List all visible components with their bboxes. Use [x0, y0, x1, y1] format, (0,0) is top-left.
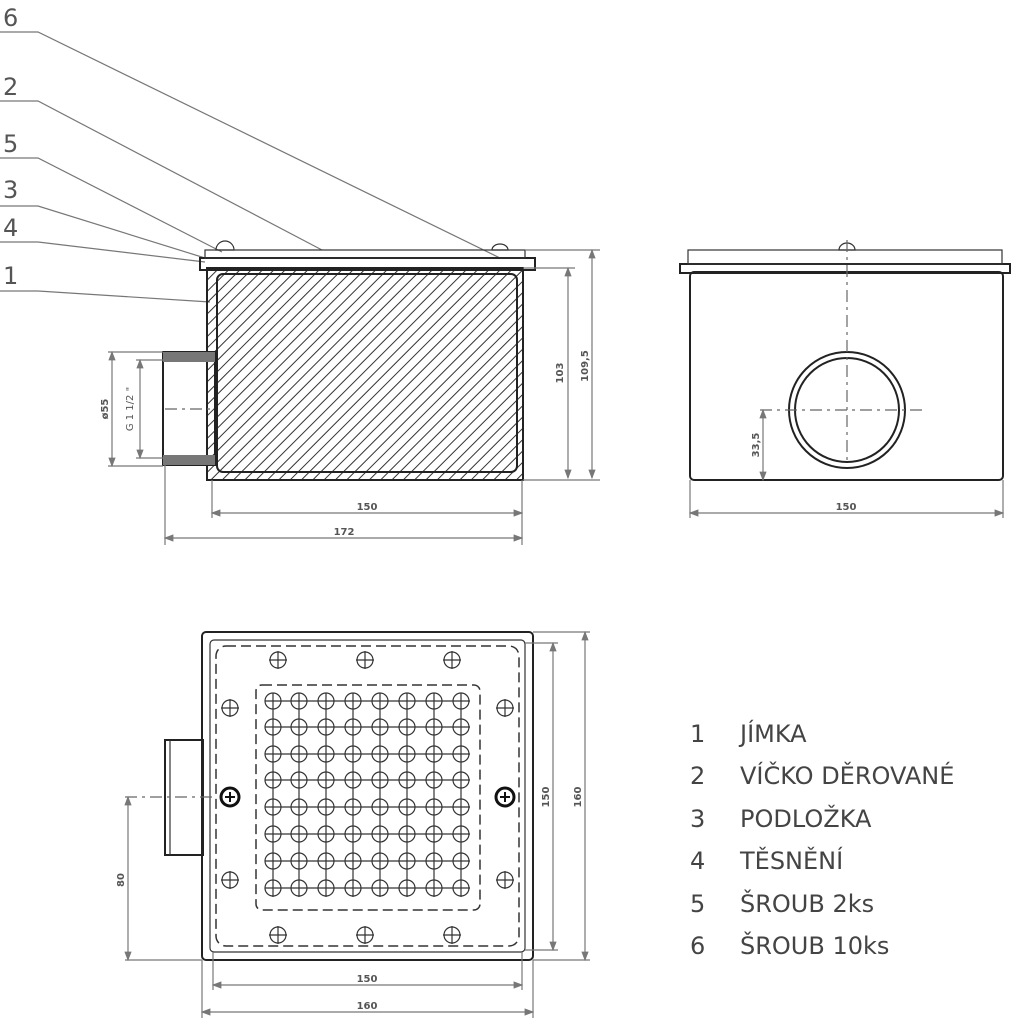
- callout-number: 2: [3, 73, 18, 101]
- callout-1: 1: [0, 262, 211, 303]
- mounting-screw-icon: [219, 786, 241, 808]
- lid-edge-dashed: [215, 645, 520, 947]
- callout-3: 3: [0, 176, 206, 259]
- dim-inner-width: 150: [357, 974, 378, 985]
- legend-text: ŠROUB 2ks: [740, 888, 874, 918]
- callout-number: 3: [3, 176, 18, 204]
- legend-number: 2: [690, 762, 705, 790]
- dim-pipe-offset: 80: [116, 873, 127, 887]
- legend-text: JÍMKA: [738, 719, 807, 748]
- screw-icon: [269, 926, 287, 944]
- callout-number: 5: [3, 130, 18, 158]
- screw-icon: [443, 926, 461, 944]
- screws: [219, 651, 516, 944]
- screw-icon: [496, 871, 514, 889]
- dim-pipe-height: 33,5: [751, 433, 762, 458]
- legend-text: PODLOŽKA: [740, 804, 872, 833]
- parts-legend: 1 JÍMKA 2 VÍČKO DĚROVANÉ 3 PODLOŽKA 4 TĚSNĚN…: [690, 719, 954, 960]
- hole-grid: [264, 692, 470, 897]
- callout-6: 6: [0, 4, 501, 259]
- dim-thread: G 1 1/2 ": [125, 387, 136, 431]
- legend-item: 5 ŠROUB 2ks: [690, 888, 874, 918]
- screw-head: [215, 240, 235, 251]
- legend-item: 4 TĚSNĚNÍ: [690, 846, 843, 875]
- flange-outline: [201, 631, 534, 961]
- thread-bottom: [163, 455, 215, 465]
- dim-width-total: 172: [334, 527, 355, 538]
- screw-icon: [356, 926, 374, 944]
- dim-width-inner: 150: [357, 502, 378, 513]
- legend-item: 2 VÍČKO DĚROVANÉ: [690, 760, 954, 790]
- callout-number: 4: [3, 214, 18, 242]
- mounting-screw-icon: [494, 786, 516, 808]
- screw-icon: [269, 651, 287, 669]
- screw-head: [491, 243, 509, 251]
- legend-item: 3 PODLOŽKA: [690, 804, 872, 833]
- legend-item: 1 JÍMKA: [690, 719, 807, 748]
- dim-inner-height: 150: [541, 787, 552, 808]
- legend-number: 6: [690, 932, 705, 960]
- legend-number: 3: [690, 805, 705, 833]
- screw-icon: [443, 651, 461, 669]
- legend-text: ŠROUB 10ks: [740, 930, 889, 960]
- dim-height: 103: [555, 363, 566, 384]
- legend-text: VÍČKO DĚROVANÉ: [740, 760, 954, 790]
- lid: [687, 249, 1003, 265]
- perforated-area: [255, 684, 481, 911]
- tank-interior: [216, 273, 518, 473]
- legend-item: 6 ŠROUB 10ks: [690, 930, 889, 960]
- screw-icon: [356, 651, 374, 669]
- callout-leaders: 6 2 5 3 4 1: [0, 4, 501, 303]
- dim-outer-height: 160: [573, 787, 584, 808]
- dim-width: 150: [836, 502, 857, 513]
- callout-number: 1: [3, 262, 18, 290]
- front-view: 33,5 150: [679, 240, 1011, 518]
- legend-number: 4: [690, 847, 705, 875]
- top-view: 80 150 160 150 160: [116, 630, 590, 1018]
- screw-icon: [221, 699, 239, 717]
- callout-number: 6: [3, 4, 18, 32]
- screw-icon: [221, 871, 239, 889]
- side-section-view: 103 109,5 150 172 ø55 G 1 1/2 ": [100, 240, 600, 545]
- legend-number: 1: [690, 720, 705, 748]
- legend-text: TĚSNĚNÍ: [739, 846, 843, 875]
- dim-pipe-diameter: ø55: [100, 399, 111, 420]
- dim-outer-width: 160: [357, 1001, 378, 1012]
- thread-top: [163, 352, 215, 362]
- legend-number: 5: [690, 890, 705, 918]
- tank-wall: [207, 268, 523, 480]
- callout-2: 2: [0, 73, 323, 251]
- screw-head: [838, 242, 856, 251]
- perforated-lid: [204, 249, 526, 259]
- screw-icon: [496, 699, 514, 717]
- callout-4: 4: [0, 214, 206, 263]
- dim-height-total: 109,5: [580, 350, 591, 382]
- callout-5: 5: [0, 130, 223, 253]
